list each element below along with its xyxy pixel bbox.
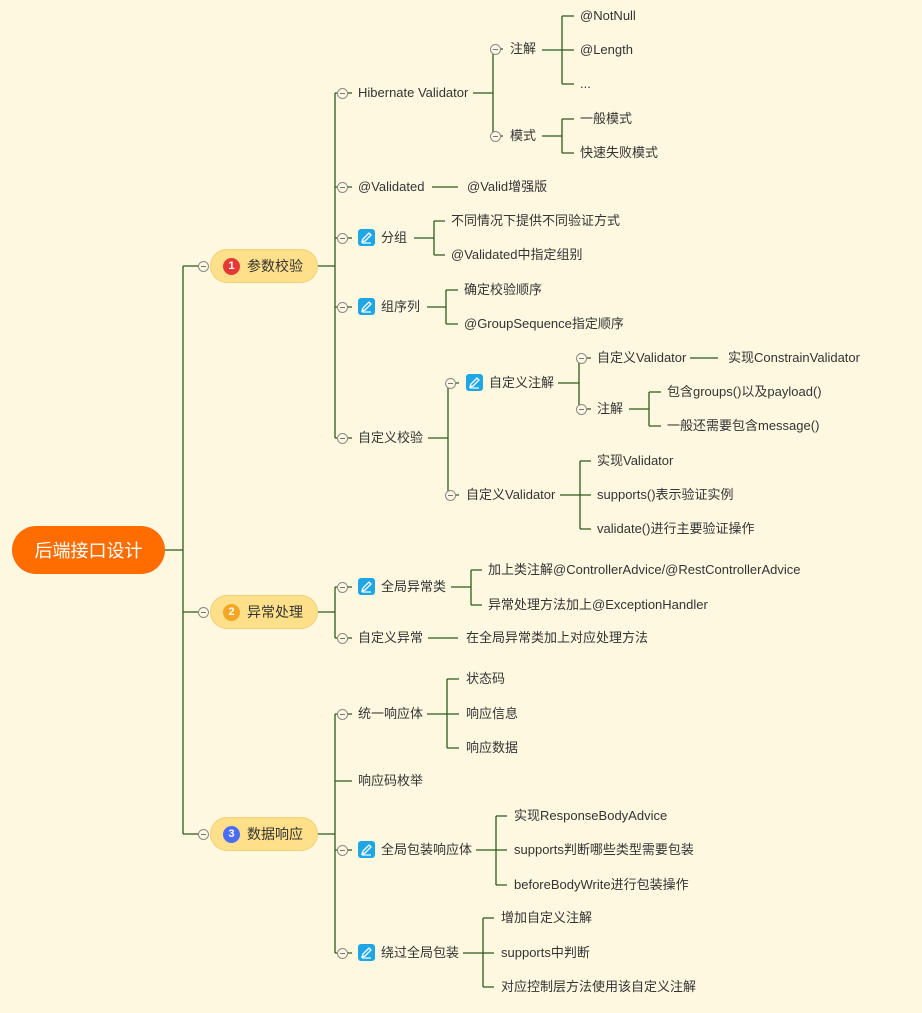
node-custom-exception[interactable]: 自定义异常 xyxy=(358,630,424,645)
node-global-exception[interactable]: 全局异常类 xyxy=(358,578,446,596)
edit-icon xyxy=(358,229,375,246)
node-group-1[interactable]: 不同情况下提供不同验证方式 xyxy=(451,213,621,228)
node-group[interactable]: 分组 xyxy=(358,229,407,247)
collapse-toggle-icon[interactable] xyxy=(337,709,348,720)
collapse-toggle-icon[interactable] xyxy=(198,829,209,840)
node-ellipsis[interactable]: ... xyxy=(580,76,591,91)
edit-icon xyxy=(358,841,375,858)
collapse-toggle-icon[interactable] xyxy=(337,302,348,313)
collapse-toggle-icon[interactable] xyxy=(337,433,348,444)
node-impl-constrain-validator[interactable]: 实现ConstrainValidator xyxy=(728,350,860,365)
node-groupseq-2[interactable]: @GroupSequence指定顺序 xyxy=(464,316,624,331)
collapse-toggle-icon[interactable] xyxy=(337,233,348,244)
node-annotation-2-message[interactable]: 一般还需要包含message() xyxy=(667,418,820,433)
node-global-wrap-3[interactable]: beforeBodyWrite进行包装操作 xyxy=(514,877,689,892)
node-bypass-1[interactable]: 增加自定义注解 xyxy=(501,910,593,925)
number-2-badge-icon: 2 xyxy=(223,603,240,621)
collapse-toggle-icon[interactable] xyxy=(337,182,348,193)
topic-param-validation[interactable]: 1 参数校验 xyxy=(210,249,318,283)
node-status-code[interactable]: 状态码 xyxy=(466,671,506,686)
collapse-toggle-icon[interactable] xyxy=(337,88,348,99)
node-supports-method[interactable]: supports()表示验证实例 xyxy=(597,487,734,502)
node-custom-check[interactable]: 自定义校验 xyxy=(358,430,424,445)
node-response-data[interactable]: 响应数据 xyxy=(466,740,519,755)
node-hibernate-validator[interactable]: Hibernate Validator xyxy=(358,85,469,100)
node-custom-annotation[interactable]: 自定义注解 xyxy=(466,374,554,392)
node-notnull[interactable]: @NotNull xyxy=(580,8,636,23)
node-impl-validator[interactable]: 实现Validator xyxy=(597,453,674,468)
node-mode-failfast[interactable]: 快速失败模式 xyxy=(580,145,659,160)
collapse-toggle-icon[interactable] xyxy=(576,353,587,364)
node-response-code-enum[interactable]: 响应码枚举 xyxy=(358,773,424,788)
node-global-wrap-1[interactable]: 实现ResponseBodyAdvice xyxy=(514,808,668,823)
node-valid-plus[interactable]: @Valid增强版 xyxy=(467,179,548,194)
node-annotation-2[interactable]: 注解 xyxy=(597,401,624,416)
node-length[interactable]: @Length xyxy=(580,42,633,57)
node-response-body[interactable]: 统一响应体 xyxy=(358,706,424,721)
collapse-toggle-icon[interactable] xyxy=(490,44,501,55)
edit-icon xyxy=(466,374,483,391)
collapse-toggle-icon[interactable] xyxy=(337,845,348,856)
topic-exception-handling[interactable]: 2 异常处理 xyxy=(210,595,318,629)
collapse-toggle-icon[interactable] xyxy=(445,378,456,389)
root-topic[interactable]: 后端接口设计 xyxy=(12,526,165,574)
collapse-toggle-icon[interactable] xyxy=(576,404,587,415)
node-global-exception-1[interactable]: 加上类注解@ControllerAdvice/@RestControllerAd… xyxy=(488,562,801,577)
collapse-toggle-icon[interactable] xyxy=(445,490,456,501)
node-groupseq-1[interactable]: 确定校验顺序 xyxy=(464,282,543,297)
node-custom-validator[interactable]: 自定义Validator xyxy=(597,350,687,365)
node-bypass-wrap[interactable]: 绕过全局包装 xyxy=(358,944,459,962)
number-3-badge-icon: 3 xyxy=(223,825,240,843)
collapse-toggle-icon[interactable] xyxy=(337,948,348,959)
node-bypass-3[interactable]: 对应控制层方法使用该自定义注解 xyxy=(501,979,697,994)
collapse-toggle-icon[interactable] xyxy=(337,633,348,644)
node-global-wrap-2[interactable]: supports判断哪些类型需要包装 xyxy=(514,842,694,857)
edit-icon xyxy=(358,944,375,961)
node-annotation-2-groups[interactable]: 包含groups()以及payload() xyxy=(667,384,822,399)
node-custom-validator-2[interactable]: 自定义Validator xyxy=(466,487,556,502)
edit-icon xyxy=(358,298,375,315)
edit-icon xyxy=(358,578,375,595)
node-mode[interactable]: 模式 xyxy=(510,128,537,143)
node-global-exception-2[interactable]: 异常处理方法加上@ExceptionHandler xyxy=(488,597,708,612)
node-validate-method[interactable]: validate()进行主要验证操作 xyxy=(597,521,755,536)
node-annotation[interactable]: 注解 xyxy=(510,41,537,56)
collapse-toggle-icon[interactable] xyxy=(198,261,209,272)
node-global-wrap[interactable]: 全局包装响应体 xyxy=(358,841,472,859)
collapse-toggle-icon[interactable] xyxy=(198,607,209,618)
node-custom-exception-1[interactable]: 在全局异常类加上对应处理方法 xyxy=(466,630,649,645)
node-bypass-2[interactable]: supports中判断 xyxy=(501,945,590,960)
topic-data-response[interactable]: 3 数据响应 xyxy=(210,817,318,851)
node-mode-general[interactable]: 一般模式 xyxy=(580,111,633,126)
collapse-toggle-icon[interactable] xyxy=(490,131,501,142)
node-group-sequence[interactable]: 组序列 xyxy=(358,298,420,316)
collapse-toggle-icon[interactable] xyxy=(337,582,348,593)
node-validated[interactable]: @Validated xyxy=(358,179,425,194)
node-group-2[interactable]: @Validated中指定组别 xyxy=(451,247,583,262)
node-response-message[interactable]: 响应信息 xyxy=(466,706,519,721)
number-1-badge-icon: 1 xyxy=(223,257,240,275)
